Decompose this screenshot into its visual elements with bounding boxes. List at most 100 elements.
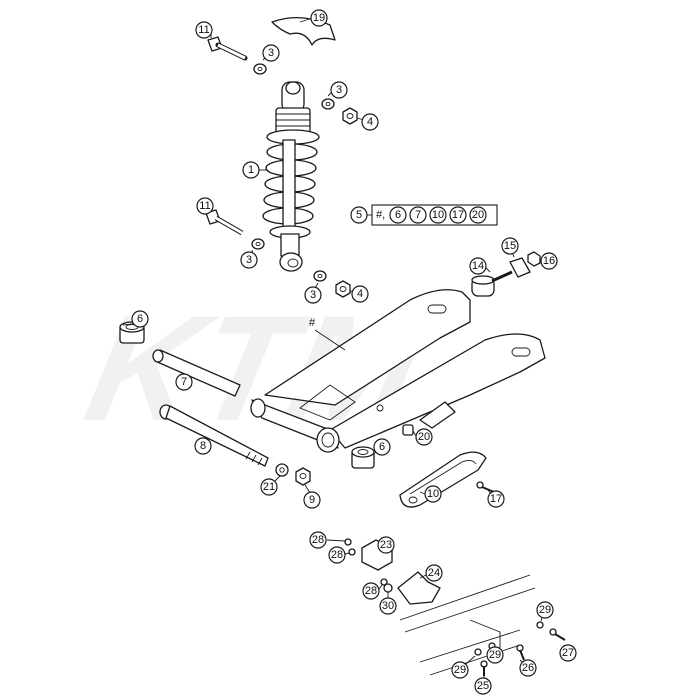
swingarm xyxy=(250,289,546,453)
callout-6-right: 6 xyxy=(373,438,391,456)
swingarm-hash-marker: # xyxy=(309,317,316,329)
svg-text:10: 10 xyxy=(427,488,439,500)
callout-30: 30 xyxy=(379,597,397,615)
svg-text:3: 3 xyxy=(246,254,252,266)
callout-4-a: 4 xyxy=(361,113,379,131)
svg-text:11: 11 xyxy=(199,200,210,212)
part-3-washer-a xyxy=(253,63,267,75)
callout-19: 19 xyxy=(310,9,328,27)
part-20-pin xyxy=(402,424,414,436)
part-1-shock-absorber xyxy=(262,81,320,272)
svg-text:3: 3 xyxy=(268,47,274,59)
part-26-screw xyxy=(516,644,525,661)
part-17-screw xyxy=(476,481,495,493)
callout-10: 10 xyxy=(424,485,442,503)
group-box-prefix: #, xyxy=(376,209,385,221)
callout-4-b: 4 xyxy=(351,285,369,303)
group-number-label: 17 xyxy=(452,209,464,221)
part-14-rubber-bumper xyxy=(471,270,513,297)
part-27-screw xyxy=(549,628,566,641)
group-number-circle xyxy=(389,206,407,224)
callout-17: 17 xyxy=(487,490,505,508)
callout-16: 16 xyxy=(540,252,558,270)
svg-text:26: 26 xyxy=(522,662,534,674)
svg-text:29: 29 xyxy=(539,604,551,616)
callout-11-lower: 11 xyxy=(196,197,214,215)
callout-28-a: 28 xyxy=(309,531,327,549)
callout-29-a: 29 xyxy=(536,601,554,619)
group-box-numbers: 6 7 10 17 20 xyxy=(389,206,487,224)
svg-text:19: 19 xyxy=(313,12,325,24)
part-6-bushing-right xyxy=(351,446,375,469)
callout-23: 23 xyxy=(377,536,395,554)
part-3-washer-c xyxy=(251,238,265,250)
svg-text:14: 14 xyxy=(472,260,484,272)
part-25-screw xyxy=(480,660,488,676)
svg-text:29: 29 xyxy=(489,649,501,661)
part-3-washer-d xyxy=(313,270,327,282)
part-11-lower-bolt xyxy=(205,209,244,236)
group-reference: 5 #, 6 7 10 17 20 xyxy=(350,204,498,226)
part-29-washer-b xyxy=(474,648,482,656)
group-number-label: 6 xyxy=(395,209,401,221)
callout-8: 8 xyxy=(194,437,212,455)
part-15-bracket xyxy=(509,257,531,278)
svg-text:28: 28 xyxy=(365,585,377,597)
svg-text:3: 3 xyxy=(310,289,316,301)
callout-28-b: 28 xyxy=(328,546,346,564)
group-number-circle xyxy=(449,206,467,224)
callout-14: 14 xyxy=(469,257,487,275)
callout-11-top: 11 xyxy=(195,21,213,39)
callout-3-a: 3 xyxy=(262,44,280,62)
callout-1: 1 xyxy=(242,161,260,179)
part-29-washer-a xyxy=(536,621,544,629)
svg-text:15: 15 xyxy=(504,240,516,252)
svg-text:29: 29 xyxy=(454,664,466,676)
svg-text:8: 8 xyxy=(200,440,206,452)
svg-text:24: 24 xyxy=(428,567,440,579)
part-10-chain-slider xyxy=(399,451,487,508)
svg-text:6: 6 xyxy=(379,441,385,453)
part-4-nut-lower xyxy=(335,280,351,298)
part-28-washer-b xyxy=(348,548,356,556)
part-8-axle-bolt xyxy=(159,404,269,467)
part-30-bolt xyxy=(383,583,393,593)
svg-text:28: 28 xyxy=(331,549,343,561)
group-number-label: 7 xyxy=(415,209,421,221)
svg-text:30: 30 xyxy=(382,600,394,612)
svg-text:3: 3 xyxy=(336,84,342,96)
group-number-circle xyxy=(429,206,447,224)
group-number-label: 20 xyxy=(472,209,484,221)
callout-3-c: 3 xyxy=(240,251,258,269)
part-24-bracket xyxy=(397,571,441,605)
svg-text:25: 25 xyxy=(477,680,489,692)
svg-text:4: 4 xyxy=(357,288,363,300)
callout-6-left: 6 xyxy=(131,310,149,328)
svg-text:17: 17 xyxy=(490,493,502,505)
svg-text:16: 16 xyxy=(543,255,555,267)
callout-26: 26 xyxy=(519,659,537,677)
callout-3-b: 3 xyxy=(330,81,348,99)
callout-7: 7 xyxy=(175,373,193,391)
part-21-washer xyxy=(275,463,289,477)
callout-29-c: 29 xyxy=(451,661,469,679)
part-7-sleeve xyxy=(152,349,241,397)
part-16-nut xyxy=(527,251,541,267)
svg-text:27: 27 xyxy=(562,647,574,659)
callout-24: 24 xyxy=(425,564,443,582)
callout-21: 21 xyxy=(260,478,278,496)
svg-text:28: 28 xyxy=(312,534,324,546)
frame-tube xyxy=(399,574,536,676)
svg-text:23: 23 xyxy=(380,539,392,551)
callout-28-c: 28 xyxy=(362,582,380,600)
svg-text:11: 11 xyxy=(198,24,209,36)
callout-5-label: 5 xyxy=(356,209,362,221)
svg-text:1: 1 xyxy=(248,164,254,176)
callout-25: 25 xyxy=(474,677,492,695)
group-number-label: 10 xyxy=(432,209,444,221)
callout-15: 15 xyxy=(501,237,519,255)
part-28-washer-a xyxy=(344,538,352,546)
svg-text:6: 6 xyxy=(137,313,143,325)
